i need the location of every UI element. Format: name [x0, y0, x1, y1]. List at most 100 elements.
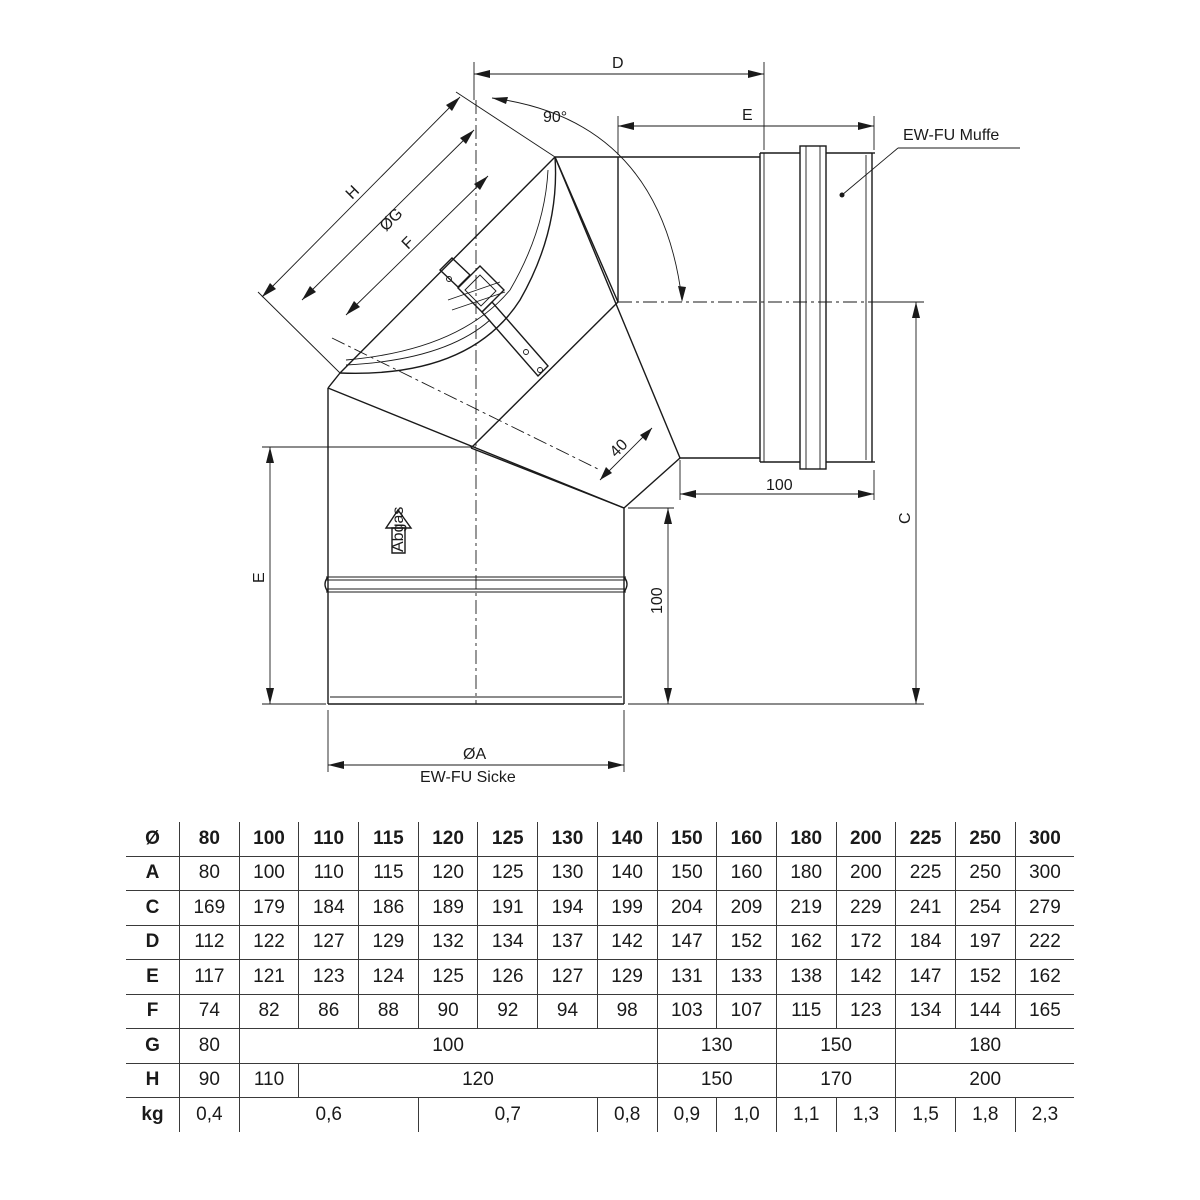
header-diameter-cell: 80 — [179, 822, 240, 857]
table-cell: 120 — [417, 855, 479, 891]
table-cell: 103 — [656, 993, 718, 1029]
table-cell: 142 — [835, 959, 897, 995]
table-cell: 197 — [954, 924, 1016, 960]
table-cell: 130 — [656, 1028, 777, 1064]
table-cell: 200 — [895, 1062, 1075, 1098]
table-cell: 94 — [537, 993, 598, 1029]
table-cell: 88 — [358, 993, 419, 1029]
table-cell: 300 — [1014, 855, 1075, 891]
table-cell: 140 — [596, 855, 658, 891]
header-diameter-cell: 160 — [716, 822, 777, 857]
table-cell: 180 — [895, 1028, 1075, 1064]
table-cell: 219 — [775, 890, 837, 926]
table-cell: 137 — [537, 924, 598, 960]
table-cell: 0,9 — [656, 1097, 718, 1132]
label-sicke: EW-FU Sicke — [420, 769, 516, 786]
table-cell: 112 — [179, 924, 240, 960]
label-e-left: E — [251, 572, 268, 583]
row-label: F — [126, 993, 180, 1029]
table-cell: 1,5 — [895, 1097, 956, 1132]
table-cell: 250 — [954, 855, 1016, 891]
table-cell: 86 — [298, 993, 360, 1029]
elbow-technical-drawing: Abgas D E 90° EW-FU Muffe H ØG F 40 100 … — [251, 55, 1020, 786]
table-cell: 129 — [596, 959, 658, 995]
table-cell: 129 — [358, 924, 419, 960]
table-cell: 254 — [954, 890, 1016, 926]
table-cell: 225 — [895, 855, 956, 891]
table-cell: 107 — [716, 993, 777, 1029]
table-cell: 147 — [895, 959, 956, 995]
table-cell: 80 — [179, 855, 240, 891]
table-cell: 147 — [656, 924, 718, 960]
header-label: Ø — [126, 822, 180, 857]
table-cell: 184 — [895, 924, 956, 960]
table-cell: 134 — [477, 924, 539, 960]
table-cell: 1,0 — [716, 1097, 777, 1132]
label-c: C — [897, 512, 914, 524]
table-cell: 74 — [179, 993, 240, 1029]
table-cell: 131 — [656, 959, 718, 995]
table-cell: 90 — [417, 993, 479, 1029]
table-cell: 209 — [716, 890, 777, 926]
table-cell: 134 — [895, 993, 956, 1029]
header-diameter-cell: 250 — [954, 822, 1016, 857]
table-cell: 2,3 — [1014, 1097, 1075, 1132]
table-cell: 82 — [238, 993, 300, 1029]
upper-pipe-segment — [555, 145, 875, 470]
table-cell: 142 — [596, 924, 658, 960]
table-cell: 186 — [358, 890, 419, 926]
table-cell: 1,3 — [835, 1097, 897, 1132]
table-cell: 126 — [477, 959, 539, 995]
row-label: A — [126, 855, 180, 891]
label-forty: 40 — [607, 436, 632, 461]
label-e-top: E — [742, 107, 753, 124]
row-label: G — [126, 1028, 180, 1064]
header-diameter-cell: 125 — [477, 822, 539, 857]
table-cell: 169 — [179, 890, 240, 926]
header-diameter-cell: 140 — [596, 822, 658, 857]
table-cell: 222 — [1014, 924, 1075, 960]
label-g: ØG — [377, 205, 407, 235]
table-cell: 191 — [477, 890, 539, 926]
label-a: ØA — [463, 746, 486, 763]
table-cell: 110 — [298, 855, 360, 891]
table-cell: 127 — [298, 924, 360, 960]
table-cell: 0,8 — [596, 1097, 658, 1132]
flow-direction-arrow: Abgas — [384, 507, 413, 554]
table-cell: 150 — [775, 1028, 897, 1064]
row-label: H — [126, 1062, 180, 1098]
header-diameter-cell: 225 — [895, 822, 956, 857]
table-cell: 241 — [895, 890, 956, 926]
header-diameter-cell: 120 — [417, 822, 479, 857]
table-cell: 100 — [238, 1028, 658, 1064]
table-cell: 138 — [775, 959, 837, 995]
table-cell: 0,4 — [179, 1097, 240, 1132]
row-label: C — [126, 890, 180, 926]
centre-lines — [331, 100, 880, 704]
table-cell: 200 — [835, 855, 897, 891]
table-cell: 199 — [596, 890, 658, 926]
table-cell: 165 — [1014, 993, 1075, 1029]
table-cell: 170 — [775, 1062, 897, 1098]
header-diameter-cell: 130 — [537, 822, 598, 857]
label-hundred-low: 100 — [649, 587, 666, 614]
table-cell: 162 — [1014, 959, 1075, 995]
table-cell: 98 — [596, 993, 658, 1029]
table-cell: 179 — [238, 890, 300, 926]
label-f: F — [399, 234, 418, 253]
dimension-lines — [257, 62, 1020, 772]
table-cell: 115 — [775, 993, 837, 1029]
table-cell: 110 — [238, 1062, 300, 1098]
header-diameter-cell: 150 — [656, 822, 718, 857]
table-cell: 90 — [179, 1062, 240, 1098]
table-cell: 125 — [477, 855, 539, 891]
table-cell: 204 — [656, 890, 718, 926]
table-cell: 144 — [954, 993, 1016, 1029]
middle-pipe-segment — [339, 156, 681, 509]
table-cell: 133 — [716, 959, 777, 995]
